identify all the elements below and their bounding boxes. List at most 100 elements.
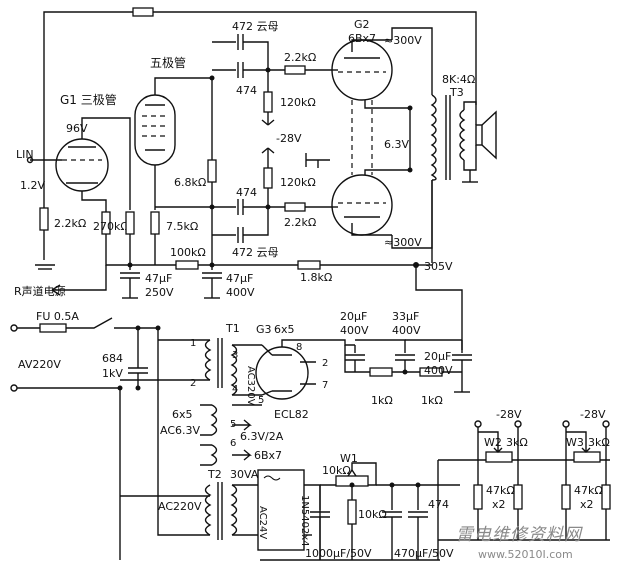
p6-label: 6	[230, 438, 236, 449]
g3-type-label: 6x5	[274, 323, 295, 336]
filter-caps	[345, 345, 472, 393]
r10k-label: 10kΩ	[358, 508, 387, 521]
w2-label: W2	[484, 436, 502, 449]
p4-label: 4	[232, 384, 238, 395]
t1-power-transformer	[200, 338, 262, 466]
c472-top-label: 472 云母	[232, 20, 279, 33]
mains-input	[10, 317, 210, 560]
g1-label: G1 三极管	[60, 92, 117, 107]
h6x5-a: 6x5	[172, 408, 193, 421]
t2-bias-transformer	[204, 482, 258, 540]
fuse-label: FU 0.5A	[36, 310, 79, 323]
lin-label: LIN	[16, 148, 34, 161]
r270k-label: 270kΩ	[93, 220, 129, 233]
r1k-b-label: 1kΩ	[421, 394, 443, 407]
r75k-label: 7.5kΩ	[166, 220, 198, 233]
g1-plate-resistor	[125, 211, 135, 235]
r120k-top-label: 120kΩ	[280, 96, 316, 109]
r47k-b1: 47kΩ	[574, 484, 603, 497]
r120k-bot-label: 120kΩ	[280, 176, 316, 189]
t2-ac24-label: AC24V	[257, 506, 268, 539]
r22k-top-label: 2.2kΩ	[284, 51, 316, 64]
coupling-top	[212, 34, 332, 126]
bias-supply	[260, 459, 610, 561]
bias-pots	[473, 420, 611, 540]
c474-ps-label: 474	[428, 498, 449, 511]
c472-bot-label: 472 云母	[232, 246, 279, 259]
g2-output-tubes	[305, 27, 433, 249]
c20-b: 400V	[340, 324, 369, 337]
r68k-label: 6.8kΩ	[174, 176, 206, 189]
neg28-a-label: -28V	[496, 408, 522, 421]
w1-val-label: 10kΩ	[322, 464, 351, 477]
t3-ratio-label: 8K:4Ω	[442, 73, 475, 86]
av220-label: AV220V	[18, 358, 61, 371]
c20b-b: 400V	[424, 364, 453, 377]
r100k-label: 100kΩ	[170, 246, 206, 259]
r47k-a1: 47kΩ	[486, 484, 515, 497]
g3-rectifier	[255, 339, 463, 400]
v300-bot-label: ≈300V	[384, 236, 422, 249]
t2-30va-label: 30VA	[230, 468, 259, 481]
w1-label: W1	[340, 452, 358, 465]
heater-arrow-b	[232, 449, 252, 461]
h6bx7-label: 6Bx7	[254, 449, 282, 462]
p8-label: 8	[296, 342, 302, 353]
g3-label: G3	[256, 323, 272, 336]
r18k-label: 1.8kΩ	[300, 271, 332, 284]
r22k-bot-label: 2.2kΩ	[284, 216, 316, 229]
c47-250-a: 47μF	[145, 272, 172, 285]
feedback-wire	[43, 7, 477, 140]
c684-a: 684	[102, 352, 123, 365]
c33-b: 400V	[392, 324, 421, 337]
w2-val-label: 3kΩ	[506, 436, 528, 449]
c47-400-b: 400V	[226, 286, 255, 299]
t3-label: T3	[449, 86, 464, 99]
w3-val-label: 3kΩ	[588, 436, 610, 449]
t3-output-transformer	[430, 94, 497, 263]
heater-63-label: 6.3V	[384, 138, 409, 151]
r47k-b2: x2	[580, 498, 594, 511]
watermark-text: 雷电维修资料网	[456, 525, 583, 545]
p2b-label: 2	[322, 358, 328, 369]
bridge-label: 1N5402x4	[299, 495, 310, 547]
heater-arrow-a	[232, 419, 252, 431]
bplus-bus	[51, 260, 463, 350]
c474-top-label: 474	[236, 84, 257, 97]
c684-b: 1kV	[102, 367, 123, 380]
r47k-a2: x2	[492, 498, 506, 511]
ecl82-label: ECL82	[274, 408, 309, 421]
c47-250-b: 250V	[145, 286, 174, 299]
v96-label: 96V	[66, 122, 88, 135]
pentode-tube	[134, 77, 212, 210]
ac220-label: AC220V	[158, 500, 202, 513]
g1-triode-tube	[30, 117, 131, 215]
p3-label: 3	[232, 350, 238, 361]
c20b-a: 20μF	[424, 350, 451, 363]
neg28-b-label: -28V	[580, 408, 606, 421]
p1-label: 1	[190, 338, 196, 349]
coupling-bottom	[155, 147, 332, 243]
v305-label: 305V	[424, 260, 453, 273]
pentode-label: 五极管	[150, 55, 186, 70]
g2-label: G2	[354, 18, 370, 31]
g1-cathode-resistors	[35, 140, 111, 270]
lin-input-terminal	[26, 156, 34, 164]
r-channel-label: R声道电源	[14, 284, 66, 298]
v300-top-label: ≈300V	[384, 34, 422, 47]
r22k-left-label: 2.2kΩ	[54, 217, 86, 230]
c33-a: 33μF	[392, 310, 419, 323]
g2-type-label: 6Bx7	[348, 32, 376, 45]
r1k-a-label: 1kΩ	[371, 394, 393, 407]
r68k-resistor	[207, 159, 217, 183]
c20-a: 20μF	[340, 310, 367, 323]
p5-label: 5	[258, 395, 264, 406]
v12-label: 1.2V	[20, 179, 45, 192]
p7-label: 7	[322, 380, 328, 391]
h6x5-b: AC6.3V	[160, 424, 201, 437]
t2-label: T2	[207, 468, 222, 481]
p2-label: 2	[190, 378, 196, 389]
watermark-url: www.52010I.com	[478, 548, 573, 561]
pentode-cathode-resistor	[150, 211, 160, 235]
neg28-mid-label: -28V	[276, 132, 302, 145]
